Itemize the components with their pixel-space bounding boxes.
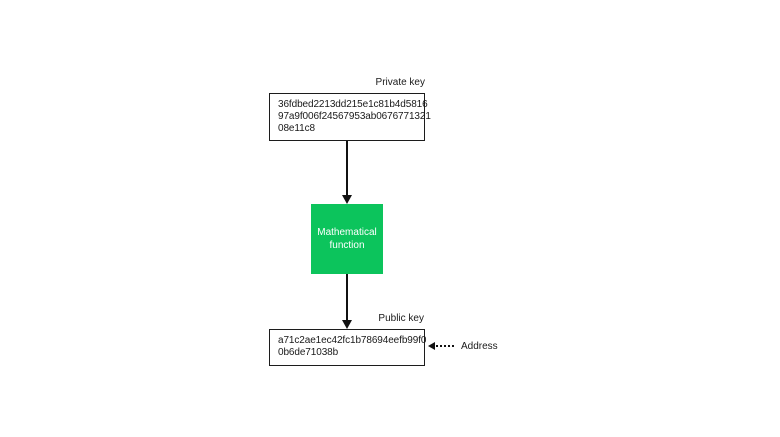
public-key-box: a71c2ae1ec42fc1b78694eefb99f0 0b6de71038…	[269, 329, 427, 366]
mathematical-function-label-line1: Mathematical	[317, 227, 377, 238]
public-key-label: Public key	[378, 313, 424, 324]
private-key-value-line1: 36fdbed2213dd215e1c81b4d5816	[278, 99, 428, 110]
arrow-down-icon	[342, 320, 352, 329]
private-key-label: Private key	[375, 77, 425, 88]
public-key-value-line1: a71c2ae1ec42fc1b78694eefb99f0	[278, 335, 427, 346]
private-key-box: 36fdbed2213dd215e1c81b4d5816 97a9f006f24…	[269, 93, 431, 141]
public-key-value-line2: 0b6de71038b	[278, 347, 339, 358]
arrow-function-to-public-line	[346, 274, 348, 320]
arrow-down-icon	[342, 195, 352, 204]
address-label: Address	[461, 341, 498, 352]
mathematical-function-label-line2: function	[329, 240, 365, 251]
arrow-left-icon	[428, 342, 435, 350]
private-key-value-line3: 08e11c8	[278, 123, 315, 134]
mathematical-function-box: Mathematical function	[311, 204, 383, 274]
address-dotted-line	[436, 345, 454, 347]
arrow-private-to-function-line	[346, 141, 348, 196]
private-key-value-line2: 97a9f006f24567953ab0676771321	[278, 111, 431, 122]
